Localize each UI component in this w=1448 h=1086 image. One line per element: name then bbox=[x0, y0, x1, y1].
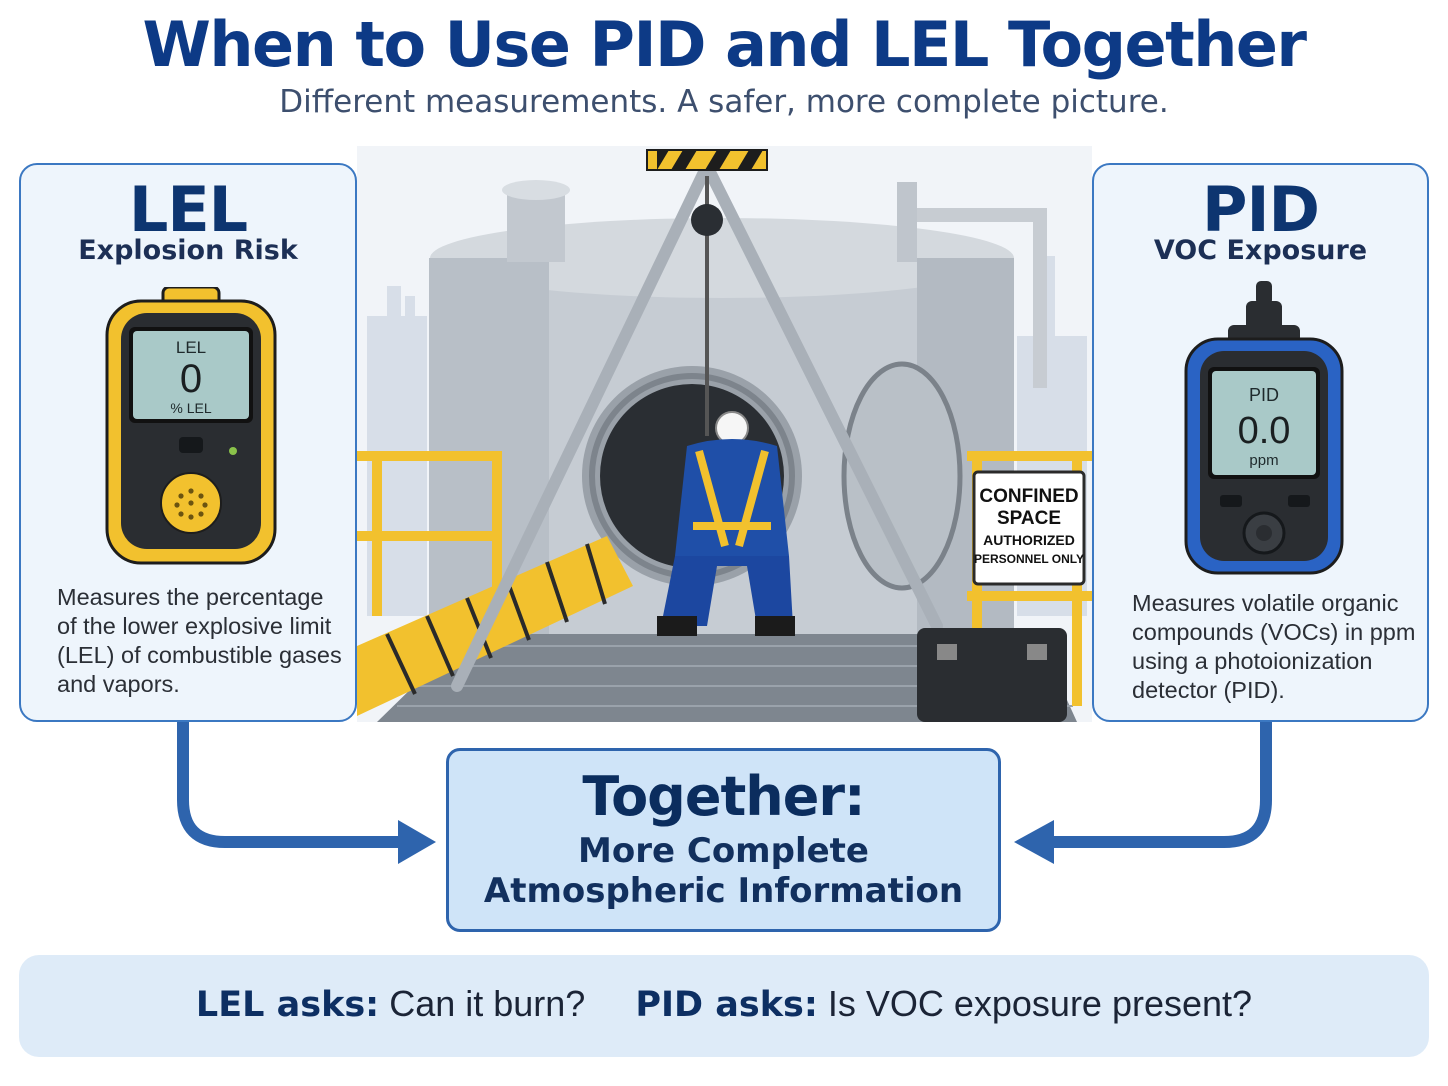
sign-line-space: SPACE bbox=[997, 508, 1061, 529]
lel-card-heading: LEL bbox=[128, 173, 248, 246]
pid-screen-value: 0.0 bbox=[1238, 410, 1291, 452]
pid-screen-label: PID bbox=[1249, 385, 1279, 405]
pid-arrow bbox=[1050, 722, 1272, 848]
together-line-1: More Complete bbox=[578, 831, 869, 871]
footer-line: LEL asks: Can it burn? PID asks: Is VOC … bbox=[19, 983, 1429, 1025]
sign-line-confined: CONFINED bbox=[979, 486, 1078, 507]
footer-lel-label: LEL asks: bbox=[195, 985, 380, 1025]
lel-screen-label: LEL bbox=[176, 338, 206, 357]
pid-screen-unit: ppm bbox=[1249, 452, 1278, 469]
confined-space-scene: CONFINED SPACE AUTHORIZED PERSONNEL ONLY bbox=[357, 146, 1092, 722]
pid-description: Measures volatile organic compounds (VOC… bbox=[1132, 590, 1416, 703]
footer-pid-label: PID asks: bbox=[635, 985, 818, 1025]
footer-lel-question: Can it burn? bbox=[389, 983, 586, 1024]
pid-card-subheading: VOC Exposure bbox=[1153, 235, 1368, 266]
page-subtitle: Different measurements. A safer, more co… bbox=[279, 84, 1169, 120]
pid-meter-icon: PID 0.0 ppm bbox=[1184, 281, 1344, 575]
footer-pid-question: Is VOC exposure present? bbox=[827, 983, 1253, 1024]
pid-card-heading: PID bbox=[1202, 173, 1320, 246]
lel-screen-value: 0 bbox=[180, 357, 202, 401]
lel-meter-icon: LEL 0 % LEL bbox=[105, 287, 277, 565]
lel-description: Measures the percentage of the lower exp… bbox=[57, 584, 342, 697]
pid-card: PID VOC Exposure PID 0.0 ppm Measures vo… bbox=[1092, 163, 1429, 722]
lel-arrow-head bbox=[398, 820, 436, 864]
together-line-2: Atmospheric Information bbox=[483, 871, 964, 911]
lel-card-subheading: Explosion Risk bbox=[78, 235, 298, 266]
page-title: When to Use PID and LEL Together bbox=[142, 8, 1307, 81]
lel-arrow bbox=[177, 722, 402, 848]
lel-screen-unit: % LEL bbox=[170, 400, 211, 416]
together-box: Together: More Complete Atmospheric Info… bbox=[446, 748, 1001, 932]
footer-banner: LEL asks: Can it burn? PID asks: Is VOC … bbox=[19, 955, 1429, 1057]
together-title: Together: bbox=[582, 765, 865, 828]
pid-arrow-head bbox=[1014, 820, 1054, 864]
sign-line-personnel: PERSONNEL ONLY bbox=[974, 552, 1084, 566]
lel-card: LEL Explosion Risk LEL 0 % LEL Measures … bbox=[19, 163, 357, 722]
sign-line-authorized: AUTHORIZED bbox=[983, 532, 1075, 548]
